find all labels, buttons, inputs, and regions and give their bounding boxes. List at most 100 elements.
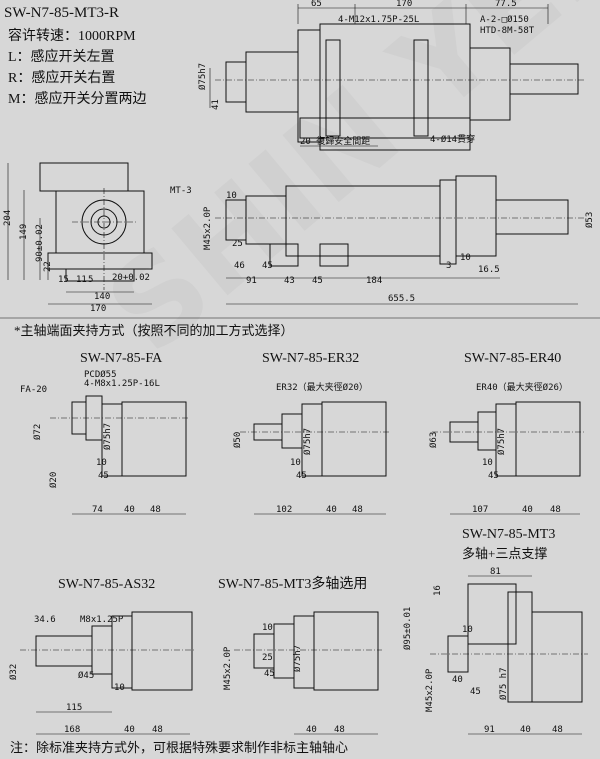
- fa-40: 40: [124, 505, 135, 515]
- variant-er40-sketch: ER40（最大夹徑Ø26） Ø63 Ø75h7 10 45 107 40 48: [428, 381, 586, 515]
- mt3m-25: 25: [262, 653, 273, 663]
- er32-45: 45: [296, 471, 307, 481]
- section-title: *主轴端面夹持方式（按照不同的加工方式选择）: [14, 323, 294, 338]
- front-dim-45: 45: [262, 261, 273, 271]
- mt3-10: 10: [462, 625, 473, 635]
- front-dim-43: 43: [284, 276, 295, 286]
- variant-er32-sketch: ER32（最大夹徑Ø20） Ø50 Ø75h7 10 45 102 40 48: [232, 381, 390, 515]
- dim-d75h7: Ø75h7: [197, 63, 208, 90]
- fa-d20: Ø20: [48, 472, 59, 488]
- er32-40: 40: [326, 505, 337, 515]
- fa-d75h7: Ø75h7: [102, 423, 113, 450]
- top-view: 65 170 77.5 Ø75h7 41 4-M12x1.75P-25L A-2…: [197, 0, 585, 151]
- variant-mt3-sketch: 81 16 Ø95±0.01 M45x2.0P Ø75 h7 10 40 45 …: [402, 567, 588, 735]
- as32-34-6: 34.6: [34, 615, 56, 625]
- dim-65: 65: [311, 0, 322, 9]
- fa-d72: Ø72: [32, 424, 43, 440]
- dim-4-d14: 4-Ø14貫穿: [430, 133, 475, 145]
- variant-fa-sketch: PCDØ55 4-M8x1.25P-16L FA-20 Ø72 Ø75h7 Ø2…: [20, 369, 190, 515]
- side-view: 204 149 90±0.02 22 15 5 11 20+0.02 140 1…: [3, 162, 153, 314]
- er40-note: ER40（最大夹徑Ø26）: [476, 381, 568, 393]
- mt3-16: 16: [433, 585, 443, 596]
- mt3m-m45: M45x2.0P: [223, 646, 233, 690]
- dim-77-5: 77.5: [495, 0, 517, 9]
- as32-d32: Ø32: [8, 664, 19, 680]
- fa-bolt: 4-M8x1.25P-16L: [84, 379, 160, 389]
- front-dim-16-5: 16.5: [478, 265, 500, 275]
- front-dim-91: 91: [246, 276, 257, 286]
- front-dim-184: 184: [366, 276, 382, 286]
- header-speed: 容许转速：1000RPM: [8, 29, 136, 44]
- er40-107: 107: [472, 505, 488, 515]
- mt3m-48: 48: [334, 725, 345, 735]
- er32-d50: Ø50: [232, 432, 243, 448]
- fa-48: 48: [150, 505, 161, 515]
- side-dim-90: 90±0.02: [35, 224, 45, 262]
- er32-102: 102: [276, 505, 292, 515]
- variant-title-as32: SW-N7-85-AS32: [58, 577, 156, 592]
- front-dim-46: 46: [234, 261, 245, 271]
- fa-45: 45: [98, 471, 109, 481]
- side-dim-22: 22: [43, 261, 53, 272]
- as32-168: 168: [64, 725, 80, 735]
- front-dim-10: 10: [226, 191, 237, 201]
- er40-45: 45: [488, 471, 499, 481]
- as32-d45: Ø45: [78, 670, 94, 681]
- front-dim-45b: 45: [312, 276, 323, 286]
- fa-fa20: FA-20: [20, 385, 47, 395]
- variant-mt3-multi-sketch: M45x2.0P 10 25 45 Ø75h7 40 48: [223, 611, 382, 735]
- variant-title-er32: SW-N7-85-ER32: [262, 351, 360, 366]
- er32-48: 48: [352, 505, 363, 515]
- side-dim-5: 5: [88, 275, 93, 285]
- er40-d63: Ø63: [428, 432, 439, 448]
- mt3-91: 91: [484, 725, 495, 735]
- dim-reset-gap: 20 復歸安全間距: [300, 135, 370, 147]
- mt3-81: 81: [490, 567, 501, 577]
- er40-40: 40: [522, 505, 533, 515]
- mt3-48: 48: [552, 725, 563, 735]
- front-dim-655-5: 655.5: [388, 294, 415, 304]
- as32-40: 40: [124, 725, 135, 735]
- mt3m-45: 45: [264, 669, 275, 679]
- header-r-note: R：感应开关右置: [8, 71, 116, 86]
- fa-10: 10: [96, 458, 107, 468]
- dim-a2: A-2-□Ø150: [480, 14, 529, 25]
- front-dim-3: 3: [446, 261, 451, 271]
- mt3m-d75h7: Ø75h7: [292, 645, 303, 672]
- side-dim-11: 11: [76, 275, 87, 285]
- as32-10: 10: [114, 683, 125, 693]
- er32-d75h7: Ø75h7: [302, 428, 313, 455]
- front-view: MT-3 10 M45x2.0P 25 46 45 91 43 45 184 3…: [170, 175, 595, 305]
- front-dim-10b: 10: [460, 253, 471, 263]
- header-model: SW-N7-85-MT3-R: [4, 5, 119, 21]
- front-dim-m45: M45x2.0P: [203, 206, 213, 250]
- side-dim-170: 170: [90, 304, 106, 314]
- side-dim-20: 20+0.02: [112, 273, 150, 283]
- dim-htd: HTD-8M-58T: [480, 26, 535, 36]
- side-dim-149: 149: [19, 224, 29, 240]
- er40-48: 48: [550, 505, 561, 515]
- variant-title-er40: SW-N7-85-ER40: [464, 351, 562, 366]
- variant-subtitle-mt3: 多轴+三点支撑: [462, 546, 548, 561]
- as32-115: 115: [66, 703, 82, 713]
- er32-10: 10: [290, 458, 301, 468]
- variant-title-mt3: SW-N7-85-MT3: [462, 527, 556, 542]
- dim-170: 170: [396, 0, 412, 9]
- mt3-d75h7: Ø75 h7: [498, 667, 509, 700]
- mt3-d95: Ø95±0.01: [402, 607, 413, 650]
- mt3-label: MT-3: [170, 186, 192, 196]
- dim-41: 41: [211, 99, 221, 110]
- mt3-40b: 40: [520, 725, 531, 735]
- fa-74: 74: [92, 505, 103, 515]
- side-dim-204: 204: [3, 210, 13, 226]
- er40-d75h7: Ø75h7: [496, 428, 507, 455]
- fa-pcd: PCDØ55: [84, 369, 117, 380]
- header-m-note: M：感应开关分置两边: [8, 92, 147, 107]
- side-dim-15: 15: [58, 275, 69, 285]
- header-l-note: L：感应开关左置: [8, 50, 115, 65]
- dim-4-m12: 4-M12x1.75P-25L: [338, 15, 419, 25]
- footer-note: 注：除标准夹持方式外，可根据特殊要求制作非标主轴轴心: [10, 740, 349, 755]
